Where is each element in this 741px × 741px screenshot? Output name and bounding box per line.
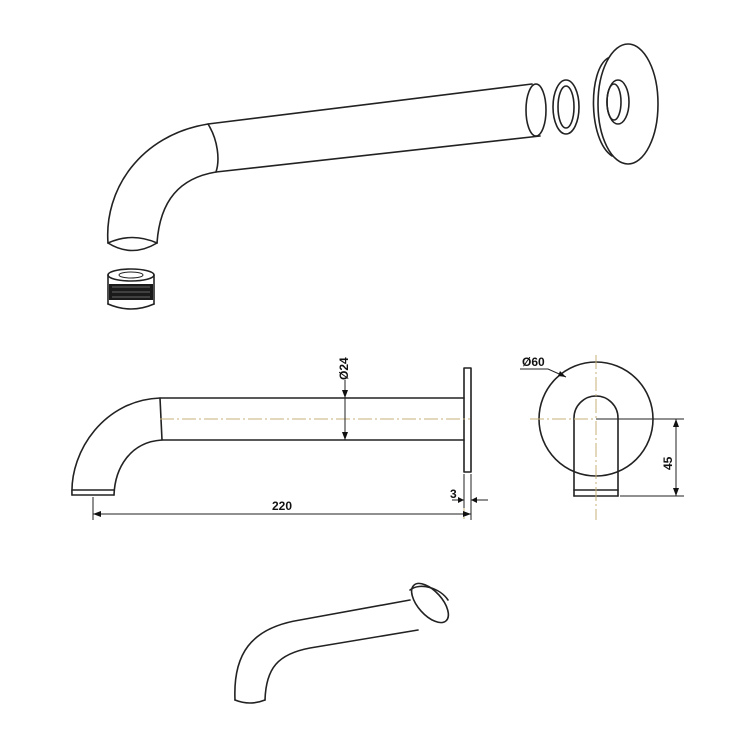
dim-pipe-diameter: Ø24 — [337, 357, 351, 440]
dim-flange-thickness: 3 — [450, 474, 488, 508]
pipe-diameter-label: 24 — [337, 357, 351, 371]
length-label: 220 — [272, 499, 292, 513]
thickness-label: 3 — [450, 487, 457, 501]
side-elevation: Ø24 220 3 — [71, 357, 488, 520]
dim-flange-diameter: Ø60 — [520, 355, 567, 378]
aerator — [107, 268, 155, 310]
wall-flange-iso — [592, 43, 659, 165]
height-label: 45 — [661, 456, 675, 470]
front-view: Ø60 45 — [520, 355, 684, 520]
o-ring — [552, 79, 580, 135]
spout-iso — [106, 83, 547, 252]
dim-length: 220 — [92, 474, 472, 520]
svg-text:Ø24: Ø24 — [337, 357, 351, 380]
flange-diameter-label: 60 — [531, 355, 545, 369]
exploded-view — [106, 43, 659, 310]
perspective-view — [234, 582, 450, 704]
flange-side — [463, 367, 472, 473]
dim-height: 45 — [596, 418, 684, 497]
svg-text:Ø60: Ø60 — [522, 355, 545, 369]
